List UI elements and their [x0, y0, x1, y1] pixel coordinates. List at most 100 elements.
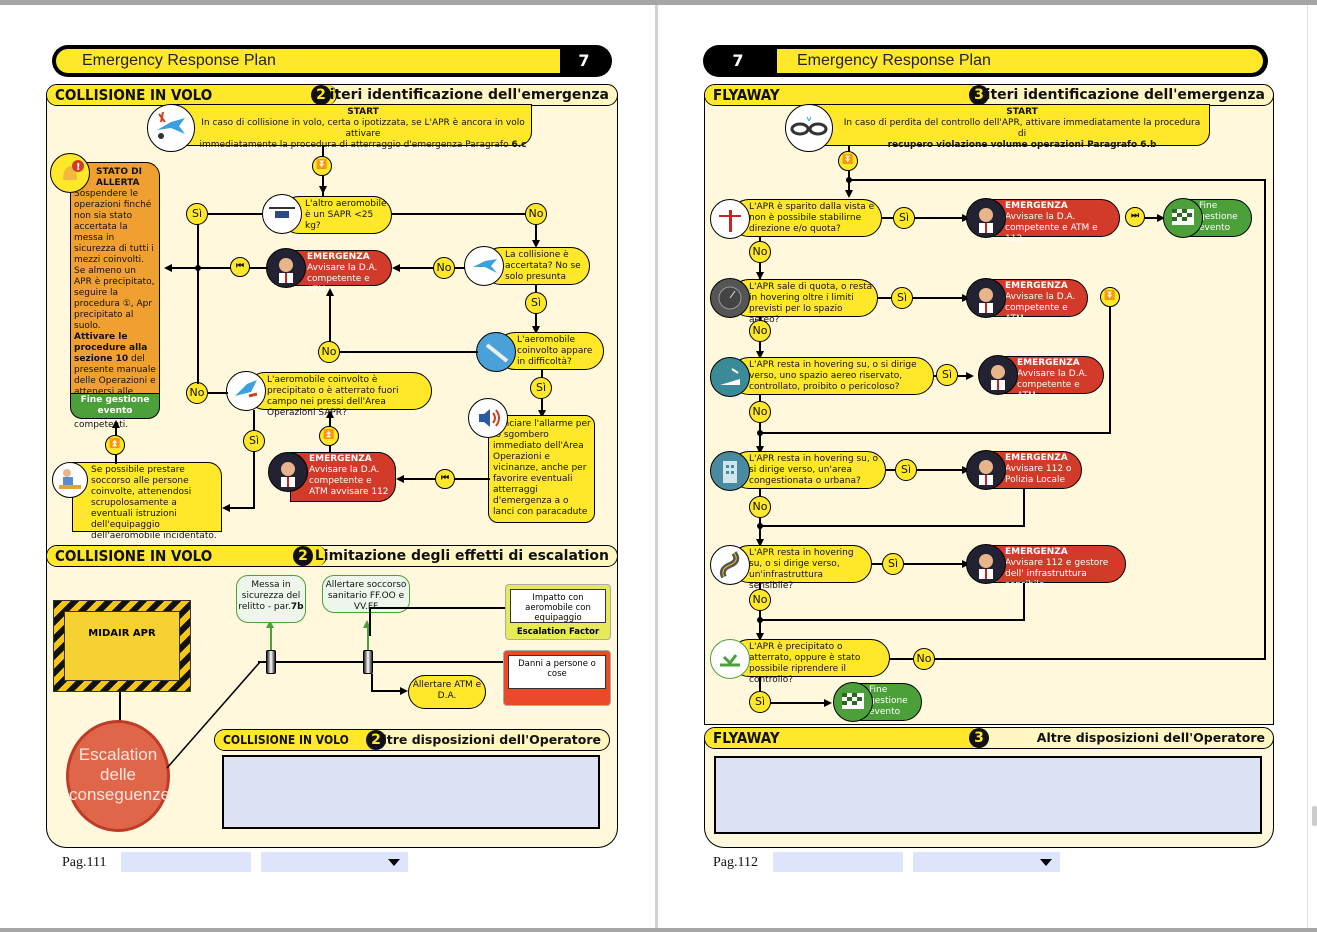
first-aid-icon: [52, 462, 88, 498]
question-box: L'APR resta in hovering su, o si dirige …: [730, 545, 872, 591]
left-section-header: COLLISIONE IN VOLO Criteri identificazio…: [46, 84, 618, 106]
no-label: No: [749, 589, 771, 611]
emergency-box: EMERGENZA Avvisare 112 o Polizia Locale: [988, 451, 1082, 489]
emergency-box: EMERGENZA Avvisare la D.A. competente e …: [288, 250, 392, 295]
yes-label: Sì: [882, 553, 904, 575]
right-doc-header: 7 Emergency Response Plan: [703, 45, 1268, 77]
scrollbar-thumb[interactable]: [1312, 806, 1317, 826]
connector: [872, 563, 964, 565]
altimeter-icon: [710, 278, 750, 318]
yes-label: Sì: [749, 691, 771, 713]
connector: [759, 677, 761, 703]
yes-label: Sì: [530, 377, 552, 399]
question-box: L'aeromobile coinvolto è precipitato o è…: [246, 372, 432, 418]
loop-connector: [848, 179, 1266, 181]
yes-label: Sì: [893, 207, 915, 229]
arrow: [400, 687, 408, 695]
connector: [759, 583, 761, 639]
page-number: Pag.112: [713, 855, 758, 870]
footer-dropdown[interactable]: [913, 852, 1060, 872]
emergency-text: Avvisare la D.A. competente e ATM avvisa…: [309, 465, 389, 497]
connector: [890, 658, 1266, 660]
no-label: No: [749, 496, 771, 518]
escalation-circle: Escalation delle conseguenze: [66, 720, 170, 832]
yes-label: Sì: [895, 459, 917, 481]
barrier-text: Messa in sicurezza del relitto - par.: [238, 580, 301, 612]
arrow: [363, 620, 371, 628]
arrow: [756, 446, 764, 454]
connector: [168, 267, 268, 269]
connector: [1109, 307, 1111, 434]
emergency-title: EMERGENZA: [1005, 547, 1068, 557]
section-badge: 3: [969, 85, 989, 105]
loop-connector: [1264, 179, 1266, 659]
junction: [757, 430, 763, 436]
operator-notes-textarea[interactable]: [714, 756, 1262, 834]
connector: [197, 224, 199, 384]
skip-down-icon: ⏬: [838, 151, 858, 171]
barrier-action-box: Messa in sicurezza del relitto - par.7b: [236, 575, 306, 623]
operator-notes-textarea[interactable]: [222, 755, 600, 829]
connector: [253, 410, 255, 508]
section-badge: 2: [311, 85, 331, 105]
chapter-number: 7: [732, 51, 744, 70]
yes-label: Sì: [891, 287, 913, 309]
footer-text-field[interactable]: [773, 852, 903, 872]
alert-atm-box: Allertare ATM e D.A.: [408, 675, 486, 709]
alarm-bell-icon: !: [50, 153, 90, 193]
start-ref: 6.b: [1140, 140, 1157, 150]
arrow: [319, 186, 327, 194]
crashed-aircraft-icon: [226, 371, 266, 411]
other-provisions-header: FLYAWAY Altre disposizioni dell'Operator…: [704, 727, 1274, 749]
connector: [878, 297, 964, 299]
connector: [760, 432, 1111, 434]
emergency-box: EMERGENZA Avvisare la D.A. competente e …: [988, 199, 1120, 244]
fast-forward-icon: ⏭: [1125, 207, 1145, 227]
alert-title: STATO DI ALLERTA: [96, 167, 142, 188]
right-criteria-panel: [704, 95, 1274, 725]
connector: [369, 608, 371, 636]
connector: [371, 674, 373, 692]
connector: [208, 213, 263, 215]
connector: [208, 392, 228, 394]
vertical-scrollbar[interactable]: [1307, 5, 1317, 928]
connector: [760, 619, 1025, 621]
connector: [119, 692, 121, 722]
emergency-title: EMERGENZA: [1005, 201, 1068, 211]
footer-text-field[interactable]: [121, 852, 251, 872]
page-number: Pag.111: [62, 855, 107, 870]
consequence-text: Danni a persone o cose: [508, 655, 606, 689]
svg-text:!: !: [76, 162, 81, 173]
section-badge: 3: [969, 728, 989, 748]
start-box: START In caso di collisione in volo, cer…: [170, 104, 532, 150]
arrow: [532, 240, 540, 248]
broken-chain-icon: [785, 104, 833, 152]
drone-icon: [262, 194, 302, 234]
right-section-header: FLYAWAY Criteri identificazione dell'eme…: [704, 84, 1274, 106]
operator-headset-icon: [966, 450, 1006, 490]
checkered-flag-icon: [1163, 198, 1203, 238]
connector: [340, 351, 478, 353]
skip-up-icon: ⏫: [105, 435, 125, 455]
no-label: No: [525, 203, 547, 225]
alert-bold: Attivare le procedure alla sezione 10: [74, 332, 148, 364]
yes-label: Sì: [525, 292, 547, 314]
skip-down-icon: ⏬: [1100, 287, 1120, 307]
no-label: No: [433, 257, 455, 279]
connector: [371, 690, 401, 692]
question-box: L'APR è precipitato o atterrato, oppure …: [730, 639, 890, 685]
chapter-number: 7: [578, 51, 590, 70]
barrier-2: [363, 650, 373, 674]
connector: [848, 146, 850, 196]
other-title: Altre disposizioni dell'Operatore: [372, 732, 601, 747]
connector: [329, 294, 331, 342]
aircraft-distress-icon: [476, 332, 516, 372]
escalation-section-header: COLLISIONE IN VOLO Limitazione degli eff…: [46, 545, 618, 567]
skip-up-icon: ⏫: [319, 426, 339, 446]
emergency-text: Avvisare la D.A. competente e ATM e 112: [1005, 212, 1098, 244]
connector: [882, 217, 964, 219]
footer-dropdown[interactable]: [261, 852, 408, 872]
arrow: [845, 190, 853, 198]
emergency-box: EMERGENZA Avvisare 112 e gestore dell' i…: [988, 545, 1126, 590]
doc-title: Emergency Response Plan: [777, 49, 1263, 73]
